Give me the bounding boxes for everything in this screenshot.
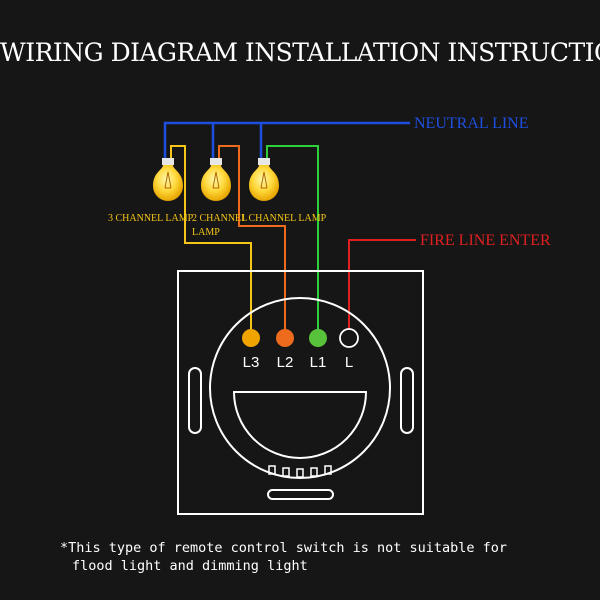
lamp-channel-1: [249, 158, 279, 201]
neutral-wire: [163, 121, 410, 160]
panel-slot-bottom: [267, 489, 334, 500]
note-line-2: flood light and dimming light: [72, 558, 308, 574]
lamp-label-1: 1 CHANNEL LAMP: [241, 213, 327, 224]
fire-line: FIRE LINE ENTER: [348, 232, 551, 330]
bulb-icon: [201, 165, 231, 201]
panel-cutout: [232, 391, 368, 459]
panel-vents: [268, 465, 332, 478]
terminal-label-l2: L2: [277, 354, 294, 371]
lamp-socket: [162, 158, 174, 165]
filament-icon: [212, 171, 220, 189]
neutral-line-label: NEUTRAL LINE: [414, 115, 529, 132]
lamp-channel-2: [201, 158, 231, 201]
fire-wire: [348, 239, 416, 330]
vent-notch: [282, 467, 290, 477]
filament-icon: [260, 171, 268, 189]
panel-slot-right: [400, 367, 414, 434]
lamp-label-2-line2: LAMP: [192, 227, 220, 238]
bulb-icon: [249, 165, 279, 201]
wire-channel-2: [218, 145, 286, 330]
vent-notch: [268, 465, 276, 475]
page-title: WIRING DIAGRAM INSTALLATION INSTRUCTIONS: [0, 38, 600, 67]
terminal-l2: [276, 329, 294, 347]
terminal-label-l3: L3: [243, 354, 260, 371]
terminal-l3: [242, 329, 260, 347]
lamp-socket: [258, 158, 270, 165]
neutral-line: NEUTRAL LINE: [163, 115, 529, 160]
panel-dial: [209, 297, 391, 479]
fire-line-label: FIRE LINE ENTER: [420, 232, 551, 249]
vent-notch: [324, 465, 332, 475]
lamp-socket: [210, 158, 222, 165]
panel-slot-left: [188, 367, 202, 434]
wire-channel-1: [266, 145, 319, 330]
panel-frame: [177, 270, 424, 515]
terminal-label-l: L: [345, 354, 353, 371]
bulb-icon: [153, 165, 183, 201]
lamp-channel-3: [153, 158, 183, 201]
lamp-label-3: 3 CHANNEL LAMP: [108, 213, 194, 224]
terminal-l: [339, 328, 359, 348]
filament-icon: [164, 171, 172, 189]
switch-panel: [177, 270, 424, 515]
note-line-1: *This type of remote control switch is n…: [60, 540, 508, 556]
terminal-l1: [309, 329, 327, 347]
lamp-label-2: 2 CHANNEL: [192, 213, 247, 224]
terminal-label-l1: L1: [310, 354, 327, 371]
vent-notch: [310, 467, 318, 477]
vent-notch: [296, 468, 304, 478]
wire-channel-3: [170, 145, 252, 330]
